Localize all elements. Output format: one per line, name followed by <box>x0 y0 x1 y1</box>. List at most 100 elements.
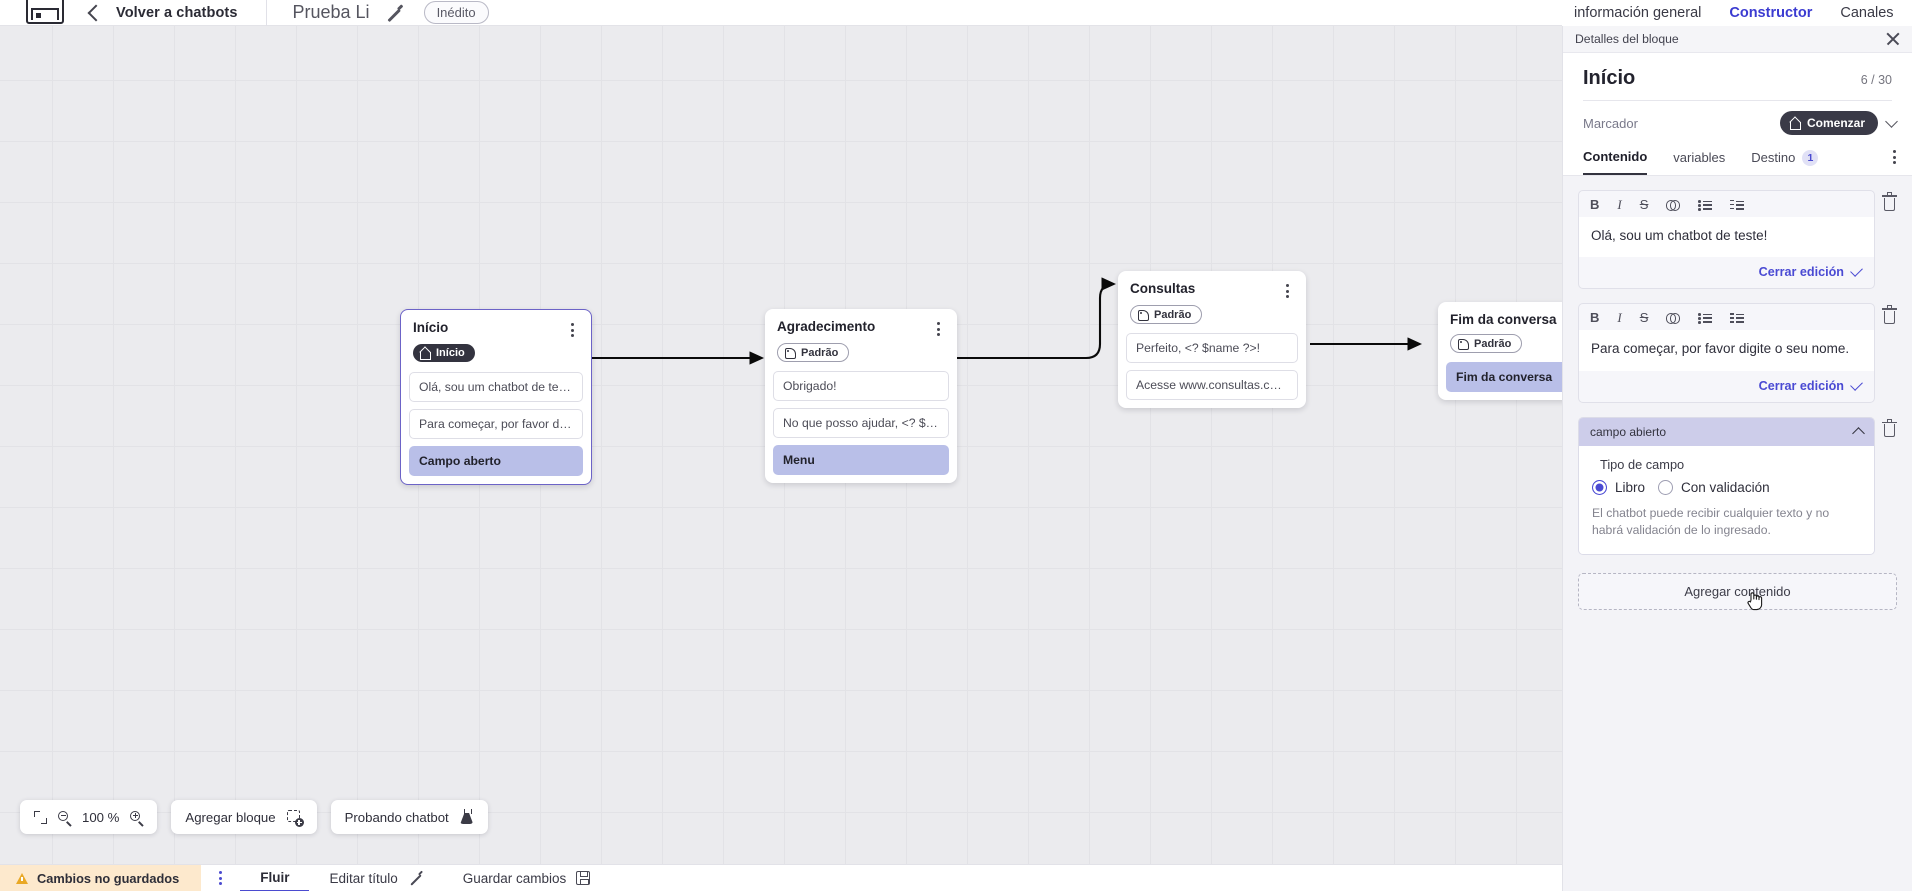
node-row-selected[interactable]: Campo aberto <box>409 445 583 476</box>
flow-node-inicio[interactable]: Início Início Olá, sou um chatbot de tes… <box>400 309 592 485</box>
node-badge-row: Padrão <box>765 336 957 371</box>
marker-chip-label: Comenzar <box>1806 116 1865 130</box>
node-menu-icon[interactable] <box>565 320 579 337</box>
save-changes-label: Guardar cambios <box>462 870 567 886</box>
check-icon <box>1850 264 1863 278</box>
delete-block-icon[interactable] <box>1882 305 1897 325</box>
bold-button[interactable]: B <box>1590 197 1600 212</box>
add-block-label: Agregar bloque <box>185 809 276 825</box>
numbered-list-icon[interactable] <box>1730 312 1745 323</box>
node-row-selected[interactable]: Fim da conversa <box>1446 362 1562 392</box>
format-toolbar: B I S <box>1579 191 1874 217</box>
tab-constructor[interactable]: Constructor <box>1729 5 1813 21</box>
flow-canvas[interactable]: Início Início Olá, sou um chatbot de tes… <box>0 26 1562 864</box>
zoom-controls[interactable]: 100 % <box>20 800 158 834</box>
node-row[interactable]: Obrigado! <box>773 371 949 401</box>
test-chatbot-button[interactable]: Probando chatbot <box>330 800 488 834</box>
node-row[interactable]: Para começar, por favor digite o ... <box>409 408 583 439</box>
edit-title-label: Editar título <box>329 870 398 886</box>
edit-title-button[interactable]: Editar título <box>309 865 442 891</box>
tab-destino[interactable]: Destino 1 <box>1751 149 1819 175</box>
delete-field-icon[interactable] <box>1882 418 1897 439</box>
strikethrough-button[interactable]: S <box>1639 310 1649 326</box>
edit-name-pencil-icon[interactable] <box>384 4 402 22</box>
tab-contenido[interactable]: Contenido <box>1583 149 1648 175</box>
fit-view-icon[interactable] <box>34 810 47 824</box>
editor-text[interactable]: Para começar, por favor digite o seu nom… <box>1579 330 1874 371</box>
zoom-out-icon[interactable] <box>58 810 72 827</box>
add-block-icon <box>286 809 304 827</box>
node-badge-start: Início <box>413 344 475 362</box>
panel-tabs-menu-icon[interactable] <box>1893 150 1896 174</box>
chevron-down-icon[interactable] <box>1885 115 1898 128</box>
strikethrough-button[interactable]: S <box>1639 197 1649 212</box>
open-field-header[interactable]: campo abierto <box>1579 417 1874 446</box>
radio-libro[interactable]: Libro <box>1592 479 1646 495</box>
add-content-button[interactable]: Agregar contenido <box>1578 572 1897 611</box>
italic-button[interactable]: I <box>1617 197 1622 212</box>
bullet-list-icon[interactable] <box>1698 199 1713 211</box>
node-row[interactable]: Perfeito, <? $name ?>! <box>1126 333 1298 363</box>
tab-informacion-general[interactable]: información general <box>1574 5 1702 21</box>
node-badge-row: Início <box>401 337 591 372</box>
radio-libro-label: Libro <box>1615 479 1646 495</box>
tab-destino-badge: 1 <box>1802 149 1819 166</box>
tab-variables[interactable]: variables <box>1673 150 1726 165</box>
node-title: Consultas <box>1130 281 1196 296</box>
test-chatbot-label: Probando chatbot <box>344 809 449 825</box>
marker-controls: Comenzar <box>1779 111 1898 135</box>
add-block-button[interactable]: Agregar bloque <box>171 800 317 834</box>
node-row[interactable]: No que posso ajudar, <? $name ... <box>773 408 949 438</box>
marker-label: Marcador <box>1583 115 1638 131</box>
node-menu-icon[interactable] <box>1280 281 1294 298</box>
italic-button[interactable]: I <box>1617 310 1622 326</box>
link-icon[interactable] <box>1666 312 1681 324</box>
flow-node-consultas[interactable]: Consultas Padrão Perfeito, <? $name ?>! … <box>1118 271 1306 408</box>
rich-text-editor[interactable]: B I S Olá, sou um chatbot de teste! Cerr… <box>1578 190 1875 290</box>
marker-chip-comenzar[interactable]: Comenzar <box>1779 111 1878 135</box>
node-row-selected[interactable]: Menu <box>773 445 949 475</box>
node-body: Perfeito, <? $name ?>! Acesse www.consul… <box>1118 333 1306 400</box>
radio-con-validacion[interactable]: Con validación <box>1658 479 1770 495</box>
close-icon[interactable] <box>1886 32 1900 46</box>
open-field-title: campo abierto <box>1590 424 1667 439</box>
bot-name-title: Prueba Li <box>292 2 370 22</box>
flow-node-fim-da-conversa[interactable]: Fim da conversa Padrão Fim da conversa <box>1438 302 1562 400</box>
bullet-list-icon[interactable] <box>1698 312 1713 324</box>
radio-dot-selected <box>1592 479 1607 495</box>
save-changes-button[interactable]: Guardar cambios <box>443 865 611 891</box>
close-edit-link[interactable]: Cerrar edición <box>1758 265 1844 280</box>
save-icon <box>576 871 591 885</box>
marker-row: Marcador Comenzar <box>1563 101 1912 145</box>
node-row[interactable]: Acesse www.consultas.com par... <box>1126 370 1298 400</box>
node-menu-icon[interactable] <box>931 319 945 336</box>
home-icon <box>1789 118 1801 130</box>
block-details-panel: Detalles del bloque Início 6 / 30 Marcad… <box>1562 26 1912 891</box>
node-row[interactable]: Olá, sou um chatbot de teste! <box>409 371 583 402</box>
node-header: Agradecimento <box>765 309 957 336</box>
tab-canales[interactable]: Canales <box>1840 5 1894 21</box>
rich-text-editor[interactable]: B I S Para começar, por favor digite o s… <box>1578 303 1875 403</box>
bold-button[interactable]: B <box>1590 310 1600 326</box>
delete-block-icon[interactable] <box>1882 192 1897 212</box>
radio-con-validacion-label: Con validación <box>1681 479 1770 495</box>
back-chevron-icon[interactable] <box>87 4 105 21</box>
close-edit-link[interactable]: Cerrar edición <box>1758 378 1844 393</box>
unsaved-changes-label: Cambios no guardados <box>37 870 180 886</box>
chevron-up-icon[interactable] <box>1852 427 1865 440</box>
link-icon[interactable] <box>1666 199 1681 211</box>
node-header: Consultas <box>1118 271 1306 298</box>
bottom-tab-fluir[interactable]: Fluir <box>240 865 310 891</box>
zoom-in-icon[interactable] <box>130 810 145 827</box>
publish-status-badge: Inédito <box>423 1 489 24</box>
bottom-menu-icon[interactable] <box>219 871 223 885</box>
vtex-logo-icon[interactable] <box>26 0 64 24</box>
back-to-chatbots-link[interactable]: Volver a chatbots <box>116 4 238 21</box>
node-badge-default: Padrão <box>1450 334 1523 353</box>
node-body: Olá, sou um chatbot de teste! Para começ… <box>401 371 591 476</box>
flow-node-agradecimento[interactable]: Agradecimento Padrão Obrigado! No que po… <box>765 309 957 483</box>
editor-text[interactable]: Olá, sou um chatbot de teste! <box>1579 217 1874 258</box>
node-header: Início <box>401 310 591 337</box>
add-content-label: Agregar contenido <box>1684 583 1791 599</box>
numbered-list-icon[interactable] <box>1730 199 1745 210</box>
